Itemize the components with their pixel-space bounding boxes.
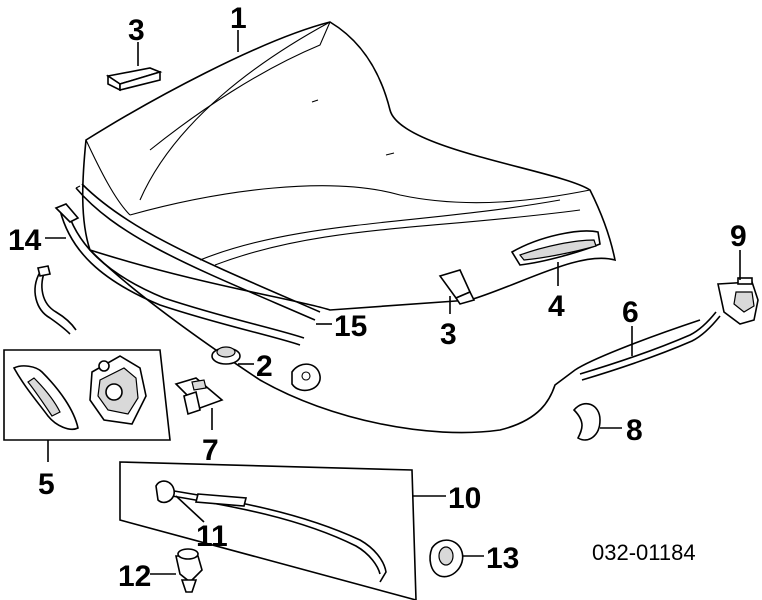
callout-14: 14	[8, 224, 42, 257]
callout-11: 11	[196, 520, 228, 553]
hood-stopper	[211, 346, 241, 365]
hood-weatherstrip	[75, 183, 321, 321]
callout-12: 12	[118, 560, 151, 593]
callout-7: 7	[202, 434, 219, 467]
callout-5: 5	[38, 468, 55, 501]
release-handle	[717, 277, 759, 325]
rubber-stop	[175, 548, 203, 593]
rod-grommet	[429, 539, 464, 578]
leader-lines	[45, 30, 741, 575]
callout-8: 8	[626, 414, 643, 447]
hood-clip	[291, 363, 321, 392]
cable-clip-left	[34, 265, 77, 335]
callout-9: 9	[730, 220, 747, 253]
hood-latch-box	[3, 349, 171, 441]
hood-striker	[174, 377, 224, 416]
callout-labels: 1 3 14 15 2 3 4 6 9 8 5 7 10 11 12 13 03…	[8, 2, 747, 593]
callout-1: 1	[230, 2, 247, 35]
hood-insulator-cover	[510, 230, 601, 266]
hinge-pad-top	[105, 67, 163, 92]
hood-edge-seal	[54, 203, 305, 346]
catalog-code: 032-01184	[592, 540, 696, 565]
callout-3-right: 3	[440, 318, 457, 351]
cable-clip-8	[572, 402, 601, 441]
support-rod-box	[119, 461, 417, 600]
callout-2: 2	[256, 350, 273, 383]
callout-10: 10	[448, 482, 481, 515]
callout-3-top: 3	[128, 14, 145, 47]
callout-13: 13	[486, 542, 519, 575]
hinge-pad-right	[438, 269, 476, 305]
release-cable	[579, 311, 721, 381]
hood-panel	[81, 21, 701, 434]
callout-15: 15	[334, 310, 367, 343]
callout-4: 4	[548, 290, 565, 323]
callout-6: 6	[622, 296, 639, 329]
